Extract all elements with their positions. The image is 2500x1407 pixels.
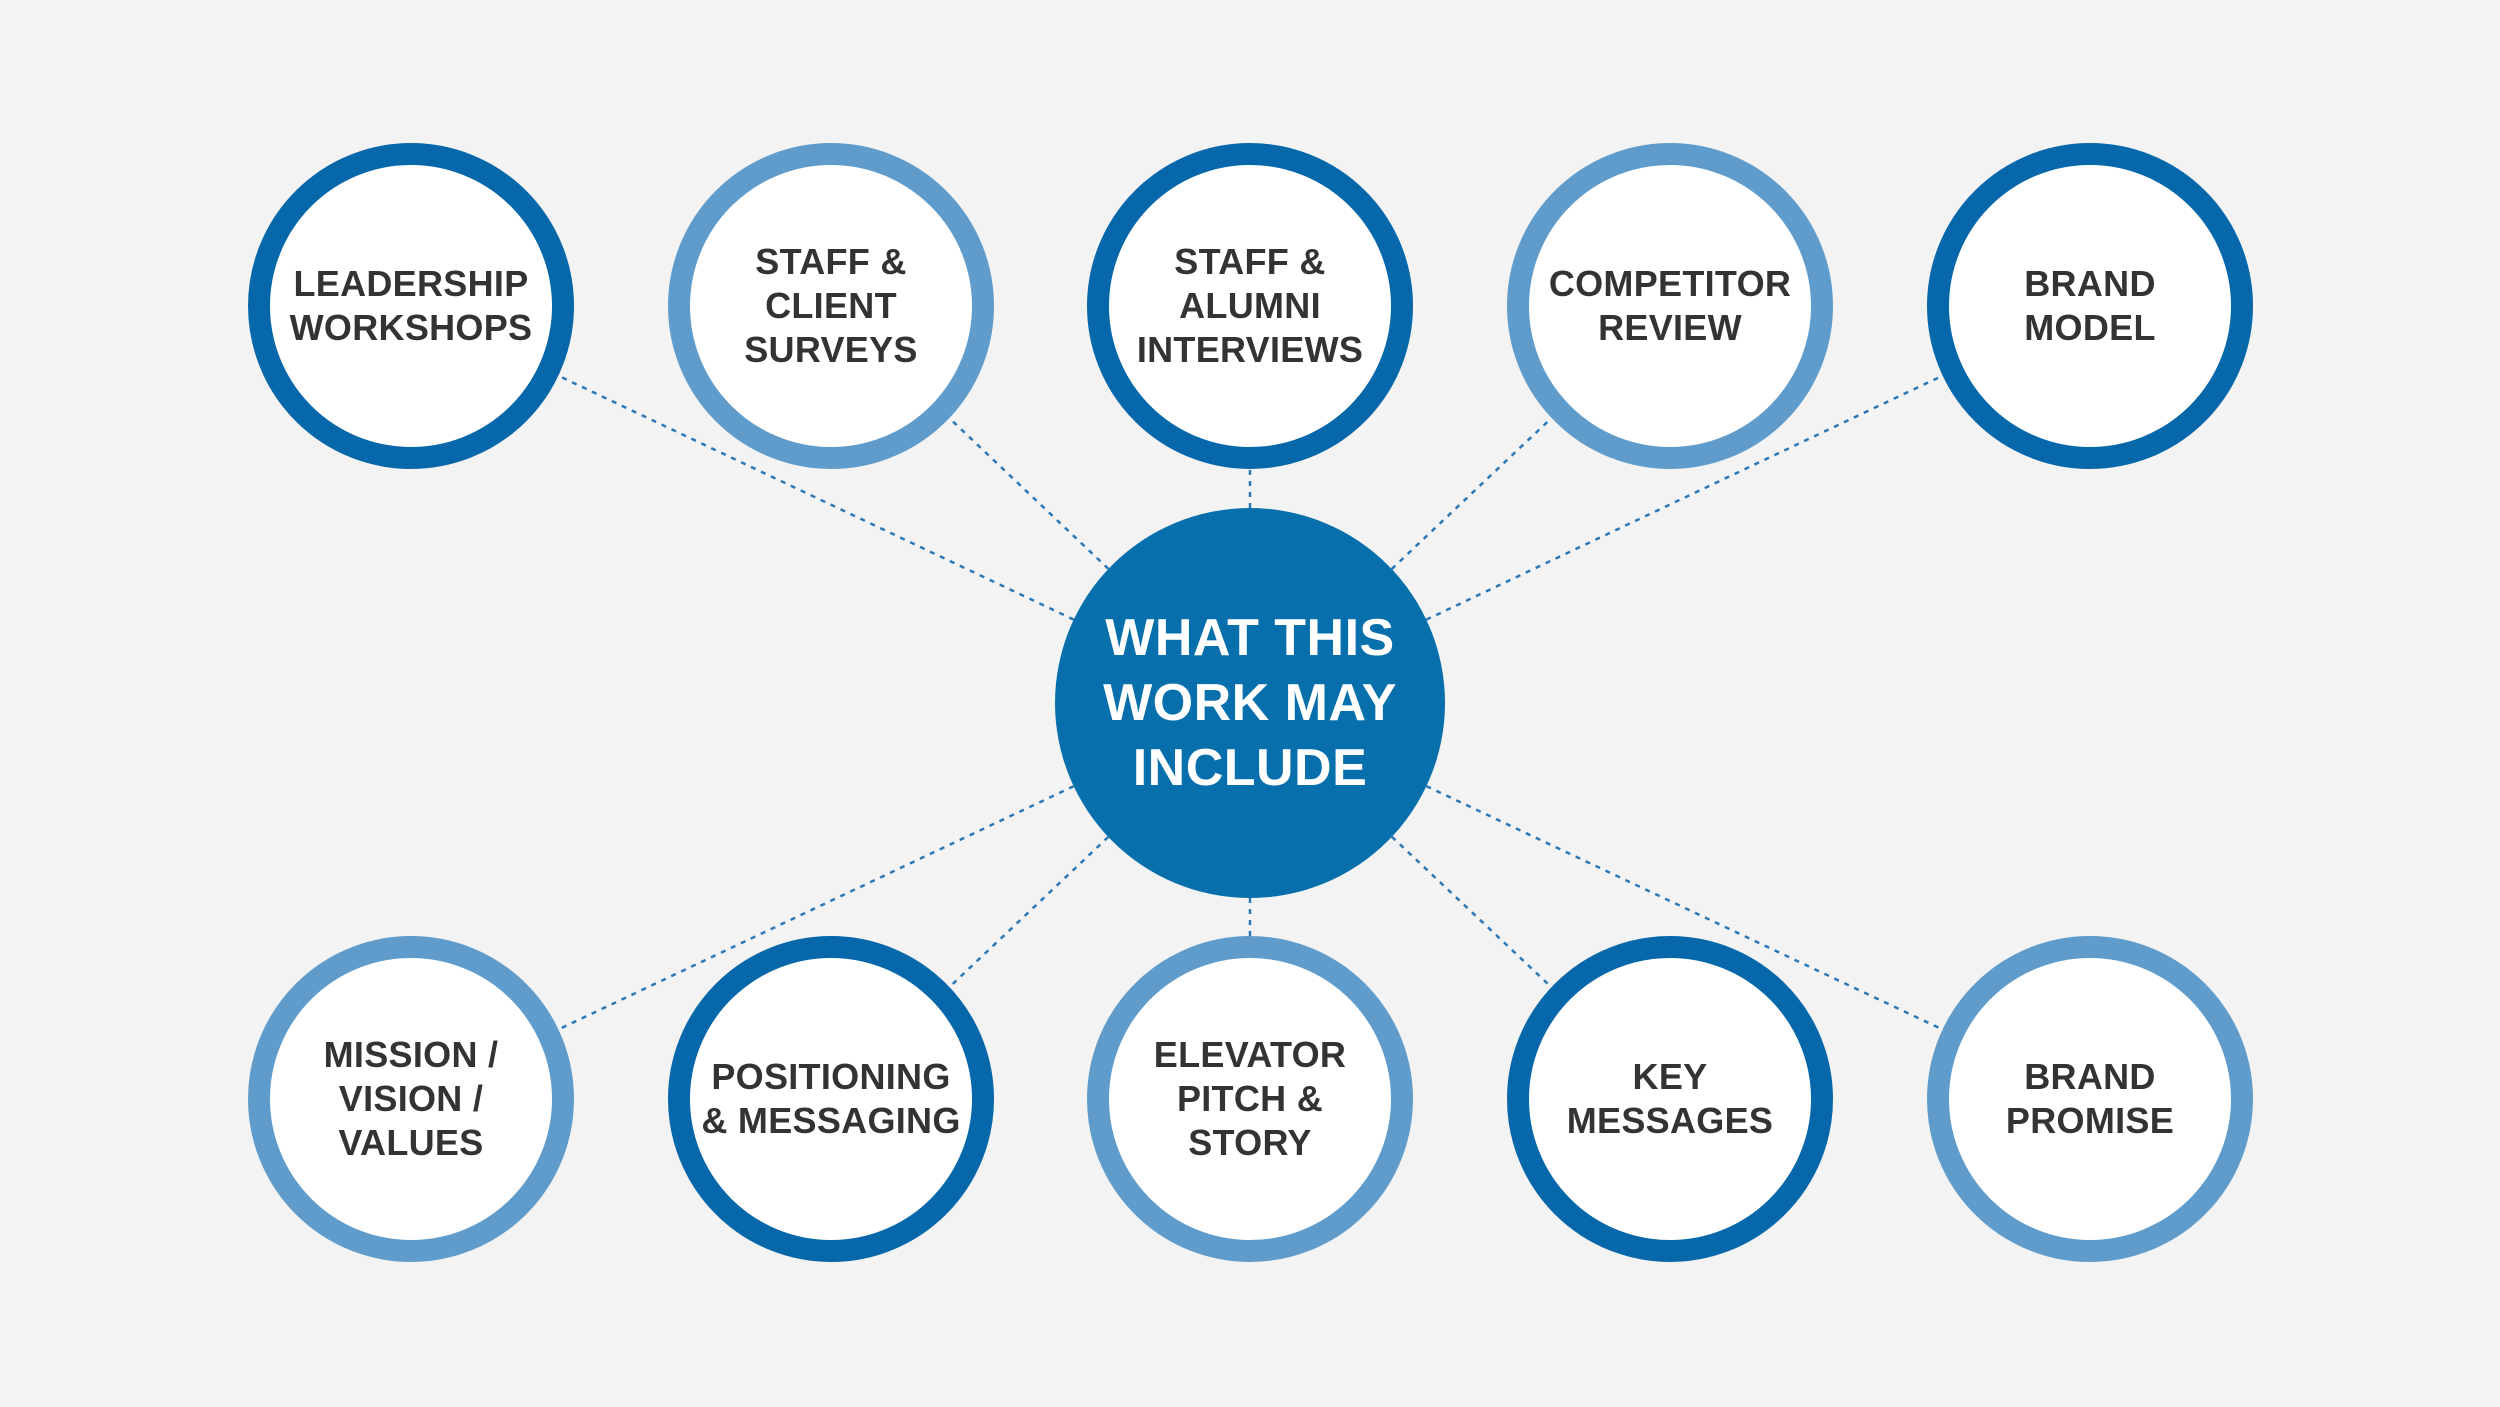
node-label: BRAND MODEL <box>2024 263 2156 348</box>
node-elevator-pitch-story: ELEVATOR PITCH & STORY <box>1087 936 1413 1262</box>
node-label: ELEVATOR PITCH & STORY <box>1153 1034 1347 1163</box>
node-mission-vision-values: MISSION / VISION / VALUES <box>248 936 574 1262</box>
node-label: MISSION / VISION / VALUES <box>323 1034 499 1163</box>
connector-line <box>1425 374 1944 621</box>
node-label: STAFF & ALUMNI INTERVIEWS <box>1136 241 1364 370</box>
node-label: BRAND PROMISE <box>2005 1056 2175 1141</box>
node-staff-client-surveys: STAFF & CLIENT SURVEYS <box>668 143 994 469</box>
center-hub: WHAT THIS WORK MAY INCLUDE <box>1055 508 1445 898</box>
connector-line <box>948 417 1110 570</box>
node-staff-alumni-interviews: STAFF & ALUMNI INTERVIEWS <box>1087 143 1413 469</box>
connector-line <box>1390 417 1553 570</box>
node-label: COMPETITOR REVIEW <box>1548 263 1792 348</box>
connector-line <box>557 785 1075 1031</box>
connector-line <box>557 374 1075 621</box>
node-brand-promise: BRAND PROMISE <box>1927 936 2253 1262</box>
node-leadership-workshops: LEADERSHIP WORKSHOPS <box>248 143 574 469</box>
node-label: LEADERSHIP WORKSHOPS <box>289 263 533 348</box>
node-positioning-messaging: POSITIONING & MESSAGING <box>668 936 994 1262</box>
node-label: KEY MESSAGES <box>1566 1056 1774 1141</box>
node-label: STAFF & CLIENT SURVEYS <box>744 241 918 370</box>
connector-line <box>948 836 1110 988</box>
node-key-messages: KEY MESSAGES <box>1507 936 1833 1262</box>
node-label: POSITIONING & MESSAGING <box>701 1056 961 1141</box>
connector-line <box>1425 785 1944 1031</box>
center-hub-label: WHAT THIS WORK MAY INCLUDE <box>1103 608 1397 797</box>
node-competitor-review: COMPETITOR REVIEW <box>1507 143 1833 469</box>
node-brand-model: BRAND MODEL <box>1927 143 2253 469</box>
connector-line <box>1391 835 1553 989</box>
